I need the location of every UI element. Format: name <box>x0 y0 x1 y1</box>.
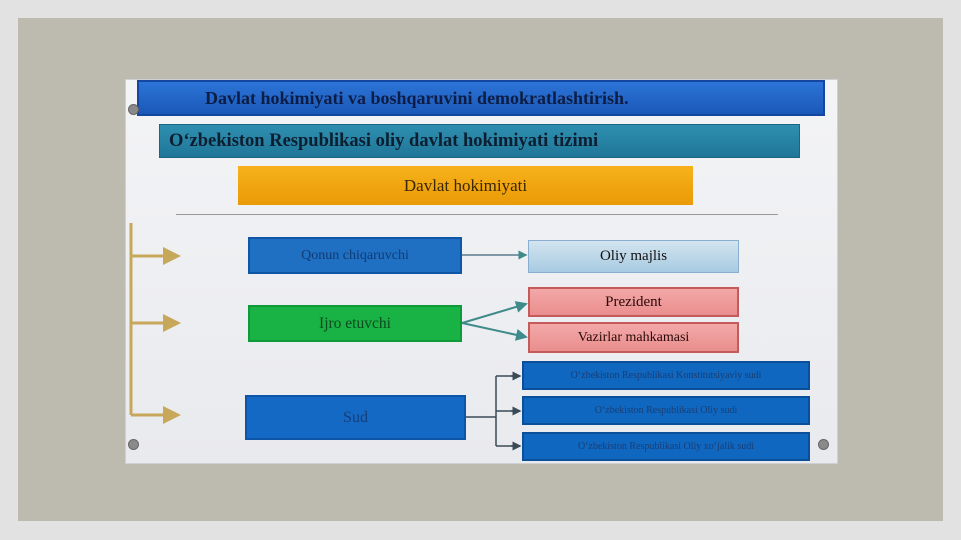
slide-title: Davlat hokimiyati va boshqaruvini demokr… <box>137 80 825 116</box>
edge-judicial <box>466 375 520 447</box>
slide-bolt-icon <box>818 439 829 450</box>
slide-subtitle: O‘zbekiston Respublikasi oliy davlat hok… <box>159 124 800 158</box>
node-economic-court: O‘zbekiston Respublikasi Oliy xo‘jalik s… <box>522 432 810 461</box>
node-supreme-court: O‘zbekiston Respublikasi Oliy sudi <box>522 396 810 425</box>
edge-executive-2 <box>461 322 528 341</box>
slide-bolt-icon <box>128 104 139 115</box>
slide-bolt-icon <box>128 439 139 450</box>
edge-executive-1 <box>461 301 528 324</box>
branch-judicial: Sud <box>245 395 466 440</box>
root-node: Davlat hokimiyati <box>238 166 693 205</box>
node-prezident: Prezident <box>528 287 739 317</box>
slide: Davlat hokimiyati va boshqaruvini demokr… <box>125 79 838 464</box>
node-oliy-majlis: Oliy majlis <box>528 240 739 273</box>
branch-executive: Ijro etuvchi <box>248 305 462 342</box>
divider <box>176 214 778 215</box>
node-constitutional-court: O‘zbekiston Respublikasi Konstitutsiyavi… <box>522 361 810 390</box>
branch-legislative: Qonun chiqaruvchi <box>248 237 462 274</box>
node-vazirlar-mahkamasi: Vazirlar mahkamasi <box>528 322 739 353</box>
